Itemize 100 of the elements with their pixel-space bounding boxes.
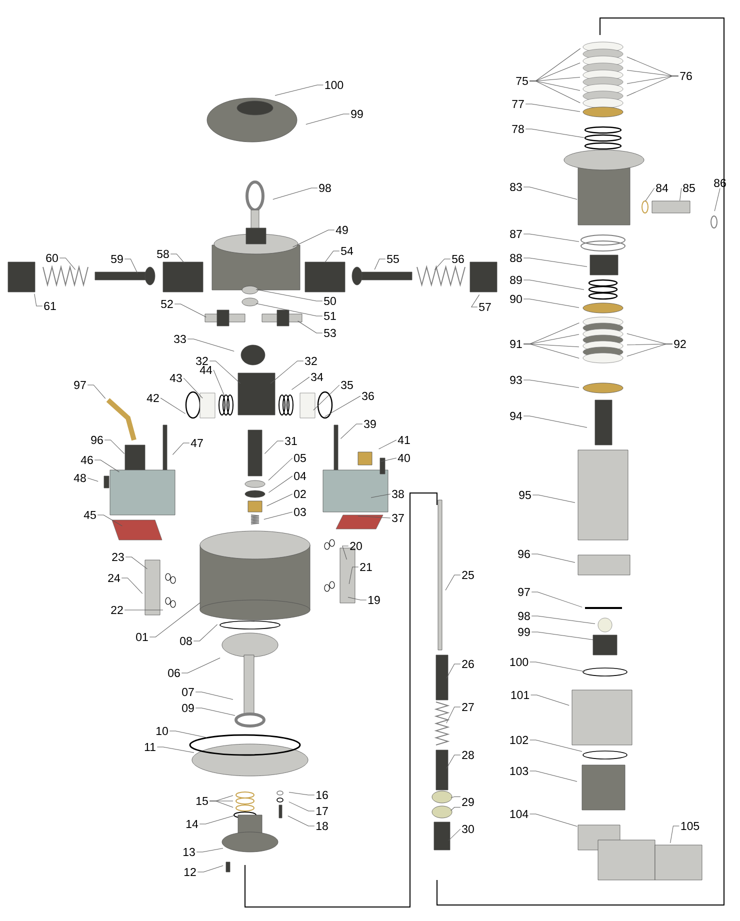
callout-number: 23	[112, 552, 124, 562]
callout-number: 21	[360, 562, 372, 571]
callout-number: 49	[336, 226, 348, 234]
callout-number: 39	[364, 420, 376, 428]
leader-line	[193, 624, 218, 642]
leader-line	[380, 458, 397, 462]
leader-line	[270, 360, 304, 384]
callout-number: 52	[161, 300, 173, 308]
callout-number: 30	[462, 824, 474, 834]
leader-line	[195, 692, 234, 700]
callout-number: 37	[392, 514, 404, 522]
callout-number: 103	[510, 766, 528, 776]
leader-line	[530, 694, 570, 706]
leader-line	[195, 708, 236, 716]
callout-number: 29	[462, 798, 474, 806]
callout-number: 56	[452, 254, 464, 264]
callout-number: 76	[680, 72, 692, 80]
leader-line	[156, 746, 194, 753]
callout-number: 17	[316, 807, 328, 815]
leader-line	[324, 396, 361, 417]
leader-line	[197, 865, 224, 872]
leader-line	[531, 592, 582, 608]
leader-line	[530, 770, 578, 782]
callout-number: 102	[510, 736, 528, 744]
leader-line	[306, 114, 350, 125]
leader-line	[448, 828, 461, 841]
leader-line	[680, 188, 682, 201]
callout-number: 03	[294, 508, 306, 516]
callout-number: 26	[462, 660, 474, 668]
leader-line	[59, 258, 76, 270]
callout-number: 19	[368, 596, 380, 604]
leader-line	[97, 514, 122, 526]
leader-line	[264, 440, 284, 454]
leader-line	[445, 574, 461, 591]
callout-number: 94	[510, 412, 522, 420]
leader-line	[172, 442, 190, 455]
leader-line	[324, 250, 340, 263]
callout-number: 60	[46, 254, 58, 262]
leader-line	[530, 740, 582, 752]
callout-number: 45	[84, 511, 96, 519]
leader-line	[170, 254, 184, 264]
callout-number: 24	[108, 574, 120, 582]
leader-line	[266, 494, 293, 506]
callout-number: 40	[398, 454, 410, 462]
leader-line	[298, 320, 323, 334]
leader-line	[446, 706, 461, 724]
leader-line	[174, 304, 206, 318]
callout-number: 06	[168, 668, 180, 678]
callout-number: 90	[510, 294, 522, 304]
leader-line	[87, 478, 98, 482]
leader-line	[213, 370, 225, 396]
callout-number: 33	[174, 334, 186, 344]
leader-line	[530, 814, 578, 827]
callout-number: 91	[510, 340, 522, 348]
callout-number: 16	[316, 790, 328, 800]
callout-number: 08	[180, 636, 192, 646]
leader-line	[348, 597, 367, 600]
leader-line	[272, 188, 318, 200]
leader-line	[149, 602, 201, 638]
leader-line	[434, 258, 451, 270]
leader-line	[268, 476, 293, 493]
leader-line	[288, 792, 315, 796]
callout-number: 35	[341, 380, 353, 390]
callout-number: 98	[518, 612, 530, 620]
callout-number: 46	[80, 456, 93, 464]
callout-number: 54	[341, 247, 354, 255]
callout-number: 93	[510, 376, 522, 384]
callout-number: 18	[316, 822, 328, 830]
leader-line	[523, 416, 588, 428]
leader-line	[288, 816, 315, 826]
leader-line	[199, 815, 234, 824]
callout-number: 11	[144, 743, 156, 751]
callout-number: 50	[324, 296, 336, 306]
callout-number: 83	[510, 182, 522, 192]
callout-number: 99	[351, 110, 363, 118]
callout-number: 97	[74, 380, 86, 390]
callout-number: 98	[319, 184, 331, 192]
callout-number: 101	[511, 690, 530, 700]
callout-number: 04	[294, 472, 306, 480]
callout-number: 47	[190, 439, 203, 447]
leader-line	[264, 512, 293, 520]
callout-number: 32	[196, 356, 208, 366]
leader-line	[187, 338, 234, 352]
leader-line	[446, 664, 461, 679]
leader-line	[209, 360, 241, 384]
callout-number: 09	[182, 704, 194, 712]
callout-number: 34	[311, 372, 324, 382]
callout-number: 105	[681, 822, 700, 830]
callout-number: 58	[157, 250, 169, 258]
leader-line	[256, 289, 323, 302]
leader-line	[670, 826, 680, 844]
leader-line	[34, 294, 43, 306]
callout-number: 57	[479, 303, 491, 311]
callout-number: 95	[519, 490, 531, 500]
leader-line	[523, 380, 580, 388]
callout-number: 44	[200, 366, 212, 374]
leader-line	[523, 234, 580, 242]
leader-line	[523, 298, 580, 308]
callout-number: 77	[512, 100, 524, 108]
callout-number: 99	[518, 628, 530, 636]
